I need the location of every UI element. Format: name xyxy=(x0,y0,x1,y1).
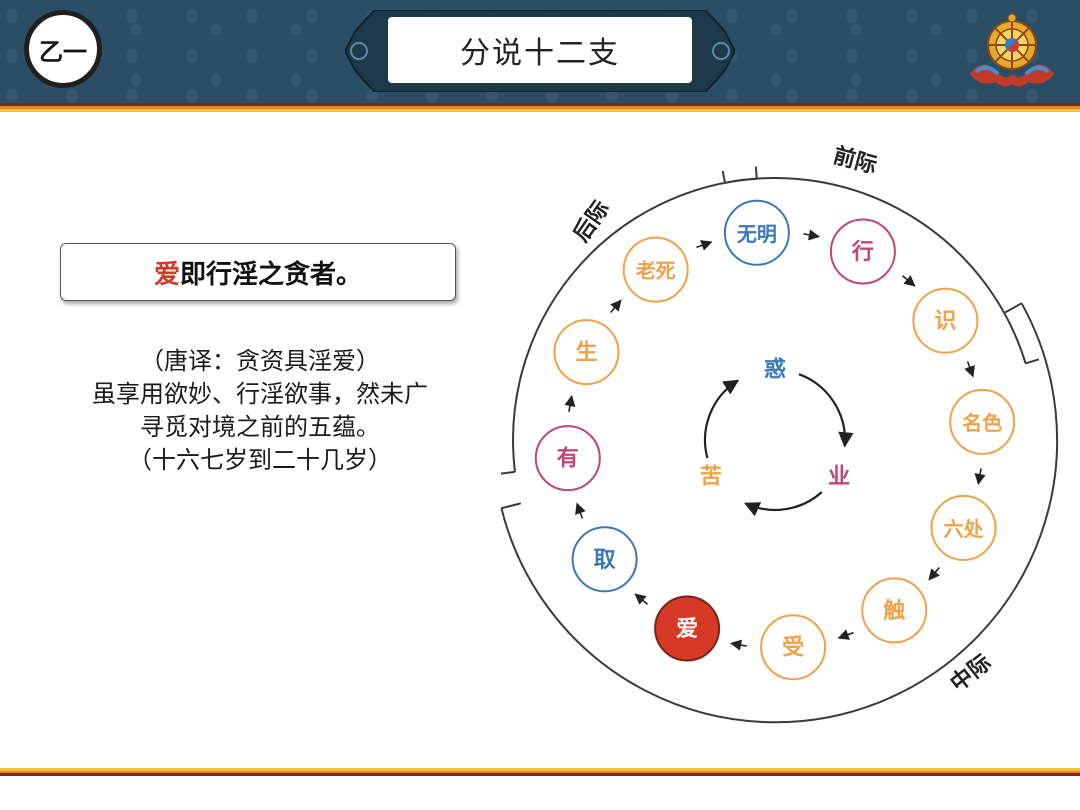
dharma-wheel-icon xyxy=(962,12,1062,92)
cycle-arrow xyxy=(744,491,823,517)
link-label: 行 xyxy=(851,239,874,265)
link-arrow xyxy=(634,593,649,605)
cycle-arrow xyxy=(798,373,854,448)
arc-label-past: 前际 xyxy=(830,143,879,180)
arc-label-present: 中际 xyxy=(946,650,996,697)
link-node-4: 名色 xyxy=(949,388,1016,455)
quote-highlight: 爱 xyxy=(153,259,180,290)
link-arrow xyxy=(696,240,713,251)
future-arc xyxy=(500,166,758,475)
link-node-9: 取 xyxy=(571,526,638,593)
definition-quote: 爱即行淫之贪者。 xyxy=(60,243,456,301)
note-line: 寻觅对境之前的五蕴。 xyxy=(140,413,380,441)
link-arrow xyxy=(964,361,975,378)
link-arrow xyxy=(564,394,576,412)
note-line: （十六七岁到二十几岁） xyxy=(128,446,392,474)
link-arrow xyxy=(974,468,986,486)
link-node-10: 有 xyxy=(534,425,601,492)
cycle-label-suffering: 苦 xyxy=(700,465,722,490)
link-node-12: 老死 xyxy=(622,236,689,303)
link-arrow xyxy=(803,229,821,241)
link-arrow xyxy=(575,502,586,519)
link-node-8: 爱 xyxy=(654,595,721,662)
link-label: 老死 xyxy=(636,259,676,283)
link-label: 生 xyxy=(575,341,597,366)
link-arrow xyxy=(928,566,940,581)
quote-text: 即行淫之贪者。 xyxy=(180,259,363,290)
explanation-notes: （唐译：贪资具淫爱） 虽享用欲妙、行淫欲事，然未广 寻觅对境之前的五蕴。 （十六… xyxy=(40,345,480,477)
link-arrow xyxy=(610,299,622,314)
link-node-5: 六处 xyxy=(930,494,997,561)
link-node-7: 受 xyxy=(760,614,827,681)
link-node-6: 触 xyxy=(861,577,928,644)
present-arc xyxy=(500,302,1059,724)
link-label: 六处 xyxy=(944,517,985,541)
link-label: 无明 xyxy=(737,222,777,246)
link-node-11: 生 xyxy=(553,319,620,386)
link-arrow xyxy=(901,275,916,287)
link-label: 受 xyxy=(782,635,804,661)
note-line: （唐译：贪资具淫爱） xyxy=(140,347,380,375)
cycle-arrow xyxy=(703,379,740,459)
section-badge: 乙一 xyxy=(24,10,102,88)
link-label: 名色 xyxy=(962,411,1002,435)
link-arrow xyxy=(729,639,747,651)
page-title: 分说十二支 xyxy=(388,17,692,83)
link-node-1: 无明 xyxy=(723,199,790,266)
header-stripe xyxy=(0,103,1080,112)
link-label: 识 xyxy=(934,309,956,334)
link-node-3: 识 xyxy=(912,287,979,354)
link-arrow xyxy=(837,629,854,640)
link-label: 爱 xyxy=(676,617,698,642)
footer-stripe xyxy=(0,768,1080,776)
link-label: 有 xyxy=(557,446,579,472)
link-label: 取 xyxy=(594,548,616,573)
link-label: 触 xyxy=(883,598,905,624)
link-node-2: 行 xyxy=(829,218,896,285)
cycle-label-karma: 业 xyxy=(828,465,850,490)
note-line: 虽享用欲妙、行淫欲事，然未广 xyxy=(92,380,428,408)
cycle-label-delusion: 惑 xyxy=(764,358,786,383)
